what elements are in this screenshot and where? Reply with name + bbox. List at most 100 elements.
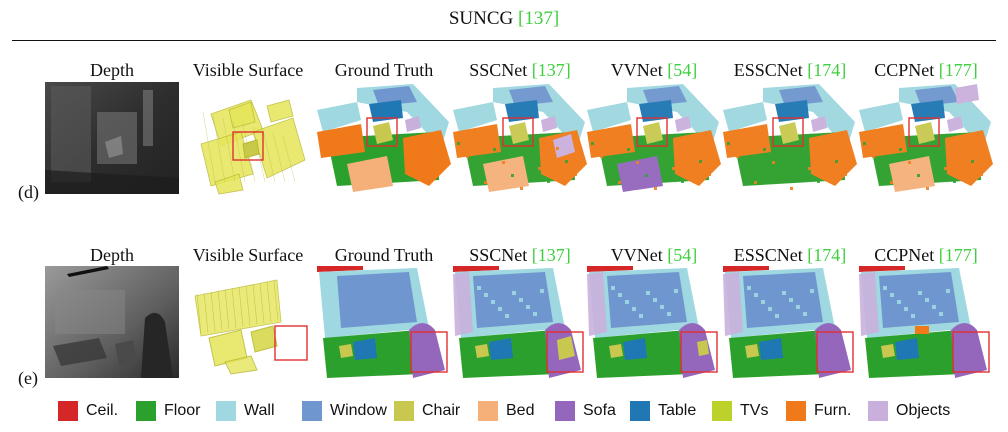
highlight-box [502, 117, 534, 147]
legend-label: Bed [506, 402, 535, 419]
seg-table [759, 338, 783, 360]
panel-esscnet-e [723, 266, 857, 386]
column-label-name: ESSCNet [733, 245, 803, 265]
panel-visible-surface-d [181, 82, 315, 202]
highlight-box [546, 331, 584, 373]
column-label-name: SSCNet [469, 60, 528, 80]
column-label-name: VVNet [610, 245, 663, 265]
seg-sofa [951, 323, 987, 378]
seg-chair [915, 122, 935, 144]
seg-objects [811, 116, 827, 132]
panel-esscnet-d [723, 82, 857, 202]
panel-visible-surface-e [181, 266, 315, 386]
legend-label: Sofa [583, 402, 616, 419]
column-label-cite: [54] [667, 245, 698, 265]
seg-chair [373, 122, 393, 144]
column-label: Visible Surface [178, 245, 318, 266]
column-label-name: CCPNet [874, 60, 935, 80]
column-label-name: ESSCNet [733, 60, 803, 80]
seg-table [369, 100, 403, 122]
seg-window [915, 86, 959, 106]
column-label-name: VVNet [610, 60, 663, 80]
seg-table [623, 338, 647, 360]
column-label: VVNet [54] [584, 60, 724, 81]
seg-table [489, 338, 513, 360]
column-label: VVNet [54] [584, 245, 724, 266]
seg-table [505, 100, 539, 122]
seg-sofa [679, 323, 715, 378]
seg-objects [541, 116, 557, 132]
legend-swatch [302, 401, 322, 421]
seg-furniture [723, 124, 771, 158]
seg-bed [617, 156, 663, 192]
column-label: Depth [42, 245, 182, 266]
seg-furniture [317, 124, 365, 158]
panel-vvnet-e [587, 266, 721, 386]
title-rule [12, 40, 996, 41]
seg-chair [745, 344, 759, 358]
column-label-cite: [137] [531, 60, 571, 80]
figure-title-text: SUNCG [448, 8, 514, 29]
legend-swatch [712, 401, 732, 421]
column-label: SSCNet [137] [450, 245, 590, 266]
seg-chair [779, 122, 799, 144]
column-label: Ground Truth [314, 60, 454, 81]
panel-ccpnet-e [859, 266, 993, 386]
seg-objects [947, 116, 963, 132]
legend-item: Wall [216, 401, 275, 421]
legend-item: Objects [868, 401, 950, 421]
column-label-name: Ground Truth [334, 245, 434, 265]
seg-furniture [859, 124, 907, 158]
legend-item: Bed [478, 401, 534, 421]
legend-swatch [786, 401, 806, 421]
column-label: ESSCNet [174] [720, 60, 860, 81]
column-label: Ground Truth [314, 245, 454, 266]
legend-label: TVs [740, 402, 769, 419]
seg-ceiling [723, 266, 769, 272]
seg-table [895, 338, 919, 360]
row-label: (d) [18, 182, 39, 202]
figure-title-cite: [137] [518, 8, 560, 29]
seg-ceiling [859, 266, 905, 272]
highlight-box [636, 117, 668, 147]
legend-label: Objects [896, 402, 951, 419]
column-label: Visible Surface [178, 60, 318, 81]
legend-item: Ceil. [58, 401, 118, 421]
legend-item: Chair [394, 401, 460, 421]
legend-label: Furn. [814, 402, 852, 419]
column-label-name: Depth [90, 245, 134, 265]
column-label-name: SSCNet [469, 245, 528, 265]
seg-sofa [815, 323, 851, 378]
seg-ceiling [587, 266, 633, 272]
legend-label: Floor [164, 402, 201, 419]
legend-swatch [555, 401, 575, 421]
column-label: ESSCNet [174] [720, 245, 860, 266]
legend-label: Table [658, 402, 697, 419]
column-label-cite: [174] [807, 245, 847, 265]
seg-ceiling [453, 266, 499, 272]
legend-label: Ceil. [86, 402, 119, 419]
legend-item: Table [630, 401, 696, 421]
seg-chair [643, 122, 663, 144]
panel-ground-truth-d [317, 82, 451, 202]
seg-window [337, 272, 417, 328]
column-label-name: Depth [90, 60, 134, 80]
seg-chair [609, 344, 623, 358]
seg-window [373, 86, 417, 106]
highlight-box [908, 117, 940, 147]
column-label-name: Ground Truth [334, 60, 434, 80]
panel-vvnet-d [587, 82, 721, 202]
legend-swatch [394, 401, 414, 421]
seg-window [607, 272, 687, 328]
highlight-box [410, 331, 448, 373]
seg-chair [475, 344, 489, 358]
seg-table [353, 338, 377, 360]
legend-swatch [630, 401, 650, 421]
seg-bed [889, 156, 935, 192]
panel-depth-d [45, 82, 179, 202]
column-label: CCPNet [177] [856, 245, 996, 266]
seg-objects [405, 116, 421, 132]
seg-chair [509, 122, 529, 144]
seg-bed [347, 156, 393, 192]
row-label: (e) [18, 368, 38, 388]
